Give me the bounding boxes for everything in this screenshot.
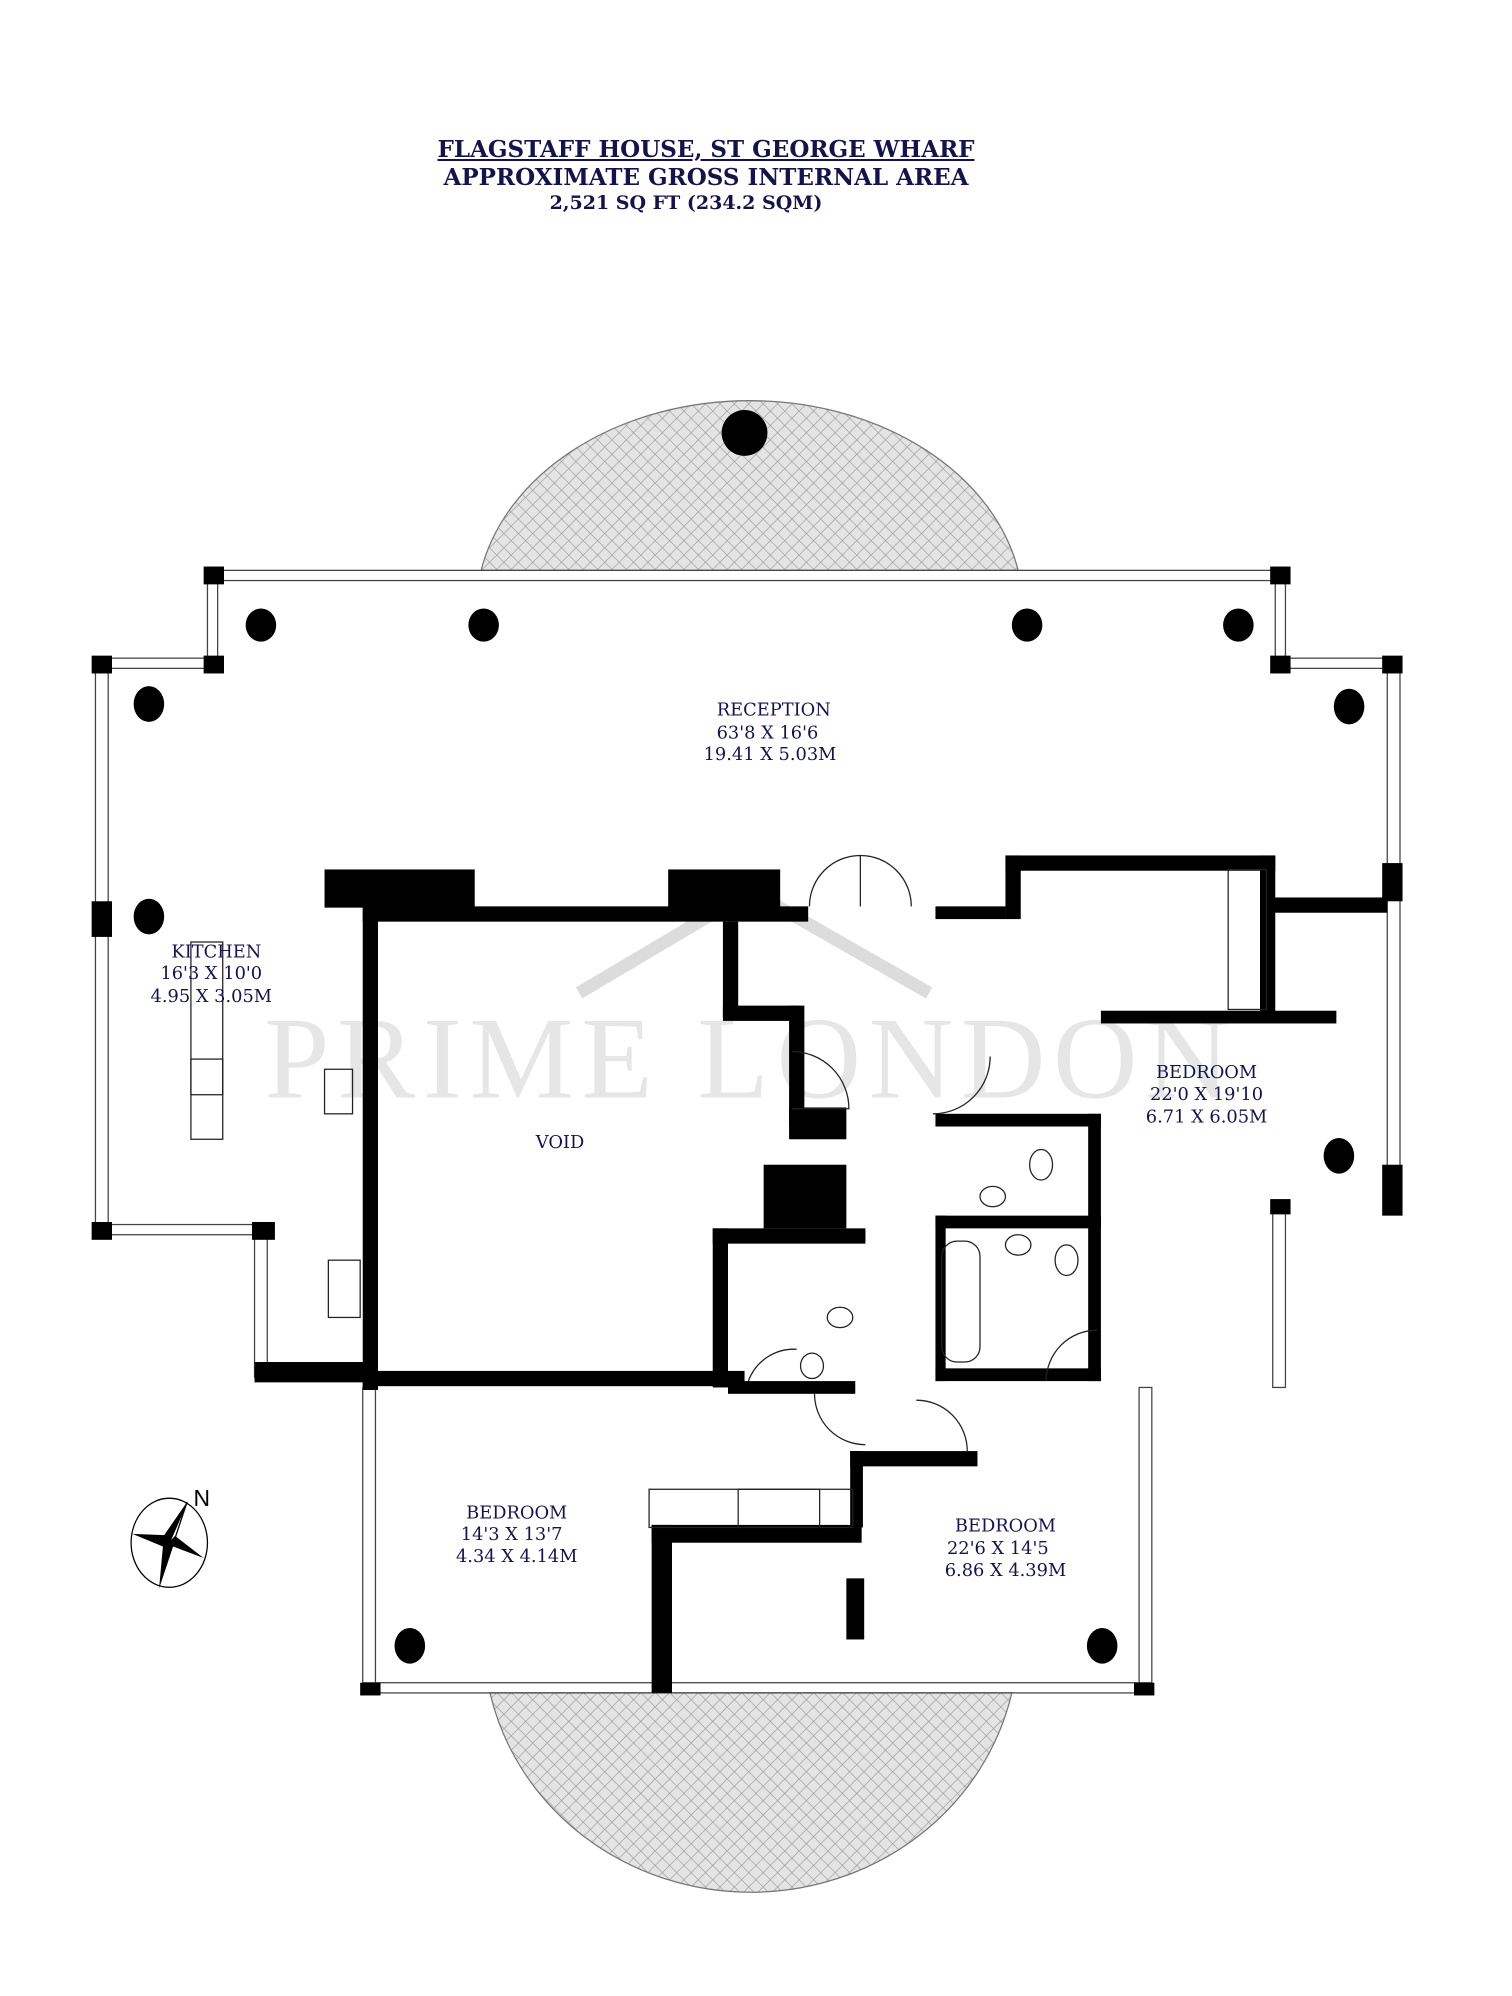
svg-text:BEDROOM: BEDROOM <box>1156 1062 1257 1083</box>
plan-subtitle: APPROXIMATE GROSS INTERNAL AREA <box>443 164 969 191</box>
walls <box>91 566 1403 1696</box>
svg-text:6.86 X 4.39M: 6.86 X 4.39M <box>945 1560 1066 1581</box>
svg-text:BEDROOM: BEDROOM <box>955 1515 1056 1536</box>
terrace-north <box>480 400 1020 571</box>
svg-text:4.34 X 4.14M: 4.34 X 4.14M <box>456 1546 577 1567</box>
terrace-south <box>489 1692 1013 1893</box>
svg-text:14'3 X 13'7: 14'3 X 13'7 <box>461 1524 563 1545</box>
room-void: VOID <box>535 1132 584 1153</box>
compass-icon: N <box>130 1485 210 1589</box>
room-reception: RECEPTION 63'8 X 16'6 19.41 X 5.03M <box>704 699 837 765</box>
svg-text:63'8 X 16'6: 63'8 X 16'6 <box>717 722 819 743</box>
room-bedroom-southwest: BEDROOM 14'3 X 13'7 4.34 X 4.14M <box>456 1503 577 1567</box>
room-bedroom-east: BEDROOM 22'0 X 19'10 6.71 X 6.05M <box>1146 1062 1267 1128</box>
svg-text:16'3 X 10'0: 16'3 X 10'0 <box>160 963 262 984</box>
svg-text:RECEPTION: RECEPTION <box>717 699 831 720</box>
svg-text:KITCHEN: KITCHEN <box>171 941 261 962</box>
svg-text:22'0 X 19'10: 22'0 X 19'10 <box>1150 1084 1263 1105</box>
svg-text:4.95 X 3.05M: 4.95 X 3.05M <box>151 986 272 1007</box>
svg-text:BEDROOM: BEDROOM <box>466 1503 567 1524</box>
plan-title: FLAGSTAFF HOUSE, ST GEORGE WHARF <box>437 136 975 163</box>
columns <box>133 410 1365 1664</box>
room-kitchen: KITCHEN 16'3 X 10'0 4.95 X 3.05M <box>151 941 272 1007</box>
svg-text:VOID: VOID <box>535 1132 584 1153</box>
svg-text:22'6 X 14'5: 22'6 X 14'5 <box>947 1538 1049 1559</box>
svg-text:6.71 X 6.05M: 6.71 X 6.05M <box>1146 1107 1267 1128</box>
plan-area: 2,521 SQ FT (234.2 SQM) <box>549 192 823 214</box>
doors <box>190 854 1267 1529</box>
room-bedroom-southeast: BEDROOM 22'6 X 14'5 6.86 X 4.39M <box>945 1515 1066 1581</box>
compass-north-label: N <box>193 1485 210 1511</box>
svg-text:19.41 X 5.03M: 19.41 X 5.03M <box>704 744 837 765</box>
